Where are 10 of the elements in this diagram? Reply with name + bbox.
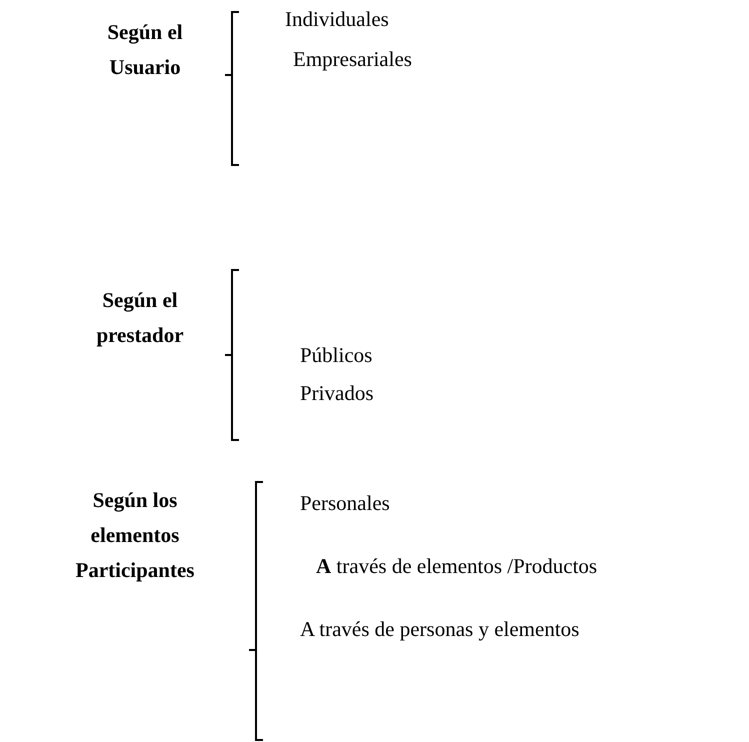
category-item: Privados	[300, 380, 374, 407]
category-item: Públicos	[300, 342, 372, 369]
category-item: Empresariales	[293, 46, 412, 73]
category-item: A través de personas y elementos	[300, 616, 580, 643]
category-heading: Según los elementos Participantes	[74, 487, 196, 584]
category-item: Individuales	[285, 6, 389, 33]
category-heading: Según el Usuario	[106, 19, 184, 81]
category-item: Personales	[300, 490, 390, 517]
category-item: A través de elementos /Productos	[316, 553, 598, 580]
category-heading: Según el prestador	[95, 287, 185, 349]
